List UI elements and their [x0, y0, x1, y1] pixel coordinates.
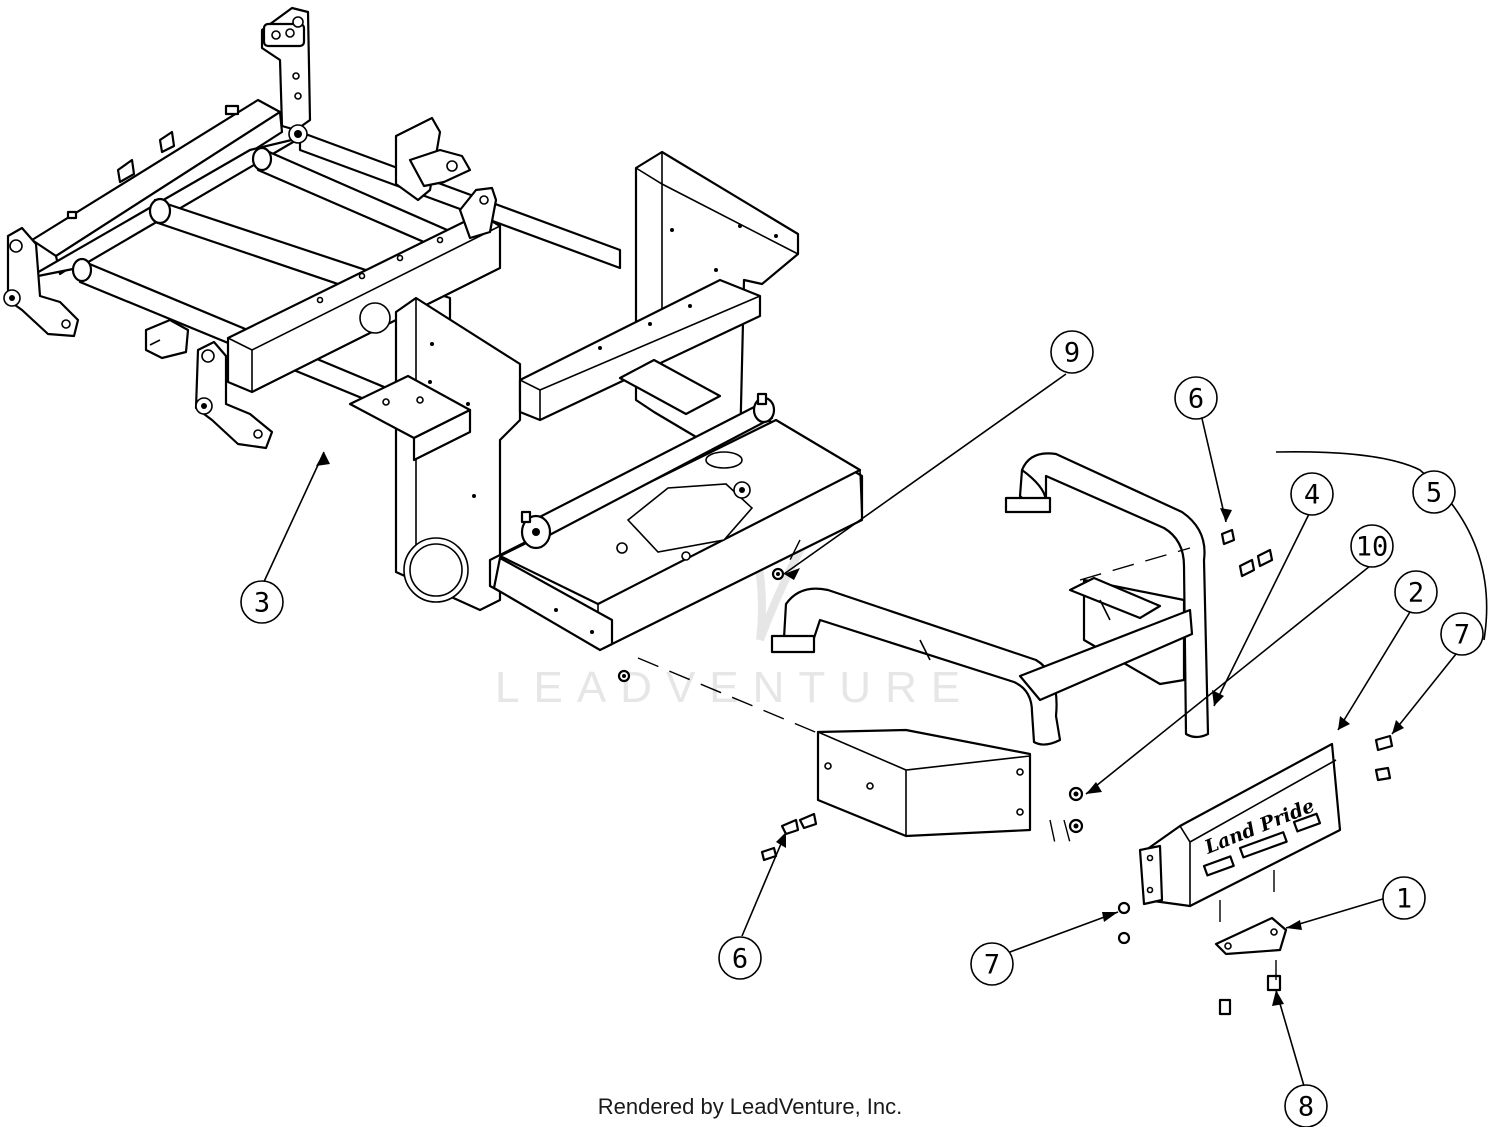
callout-5: 5 — [1412, 470, 1456, 514]
svg-text:6: 6 — [1188, 384, 1204, 415]
callout-8: 8 — [1284, 1084, 1328, 1127]
callout-2: 2 — [1394, 570, 1438, 614]
watermark: LEADVENTURE — [495, 468, 974, 712]
svg-text:10: 10 — [1356, 532, 1389, 563]
svg-text:6: 6 — [732, 944, 748, 975]
leader-lines — [261, 373, 1488, 1087]
bumper-tube — [770, 452, 1210, 746]
svg-text:5: 5 — [1426, 478, 1442, 509]
callouts: 3 9 6 4 5 10 2 7 — [240, 330, 1484, 1127]
svg-text:8: 8 — [1298, 1092, 1314, 1123]
front-shield — [816, 728, 1032, 838]
render-credit: Rendered by LeadVenture, Inc. — [597, 1094, 903, 1119]
callout-4: 4 — [1290, 472, 1334, 516]
callout-1: 1 — [1382, 876, 1426, 920]
callout-6a: 6 — [1174, 376, 1218, 420]
callout-7b: 7 — [970, 942, 1014, 986]
callout-10: 10 — [1350, 524, 1394, 568]
watermark-text: LEADVENTURE — [495, 663, 974, 712]
assembly-lines — [637, 539, 1277, 980]
callout-6b: 6 — [718, 936, 762, 980]
callout-9: 9 — [1050, 330, 1094, 374]
svg-text:7: 7 — [984, 950, 1000, 981]
svg-text:9: 9 — [1064, 338, 1080, 369]
callout-7a: 7 — [1440, 612, 1484, 656]
svg-text:1: 1 — [1396, 884, 1412, 915]
callout-3: 3 — [240, 580, 284, 624]
svg-text:4: 4 — [1304, 480, 1320, 511]
mount-bracket — [1214, 916, 1288, 956]
svg-text:3: 3 — [254, 588, 270, 619]
main-frame — [3, 6, 864, 652]
hardware — [617, 528, 1394, 1016]
svg-text:7: 7 — [1454, 620, 1470, 651]
svg-text:2: 2 — [1408, 578, 1424, 609]
logo-bumper-plate: Land Pride — [1138, 742, 1342, 908]
